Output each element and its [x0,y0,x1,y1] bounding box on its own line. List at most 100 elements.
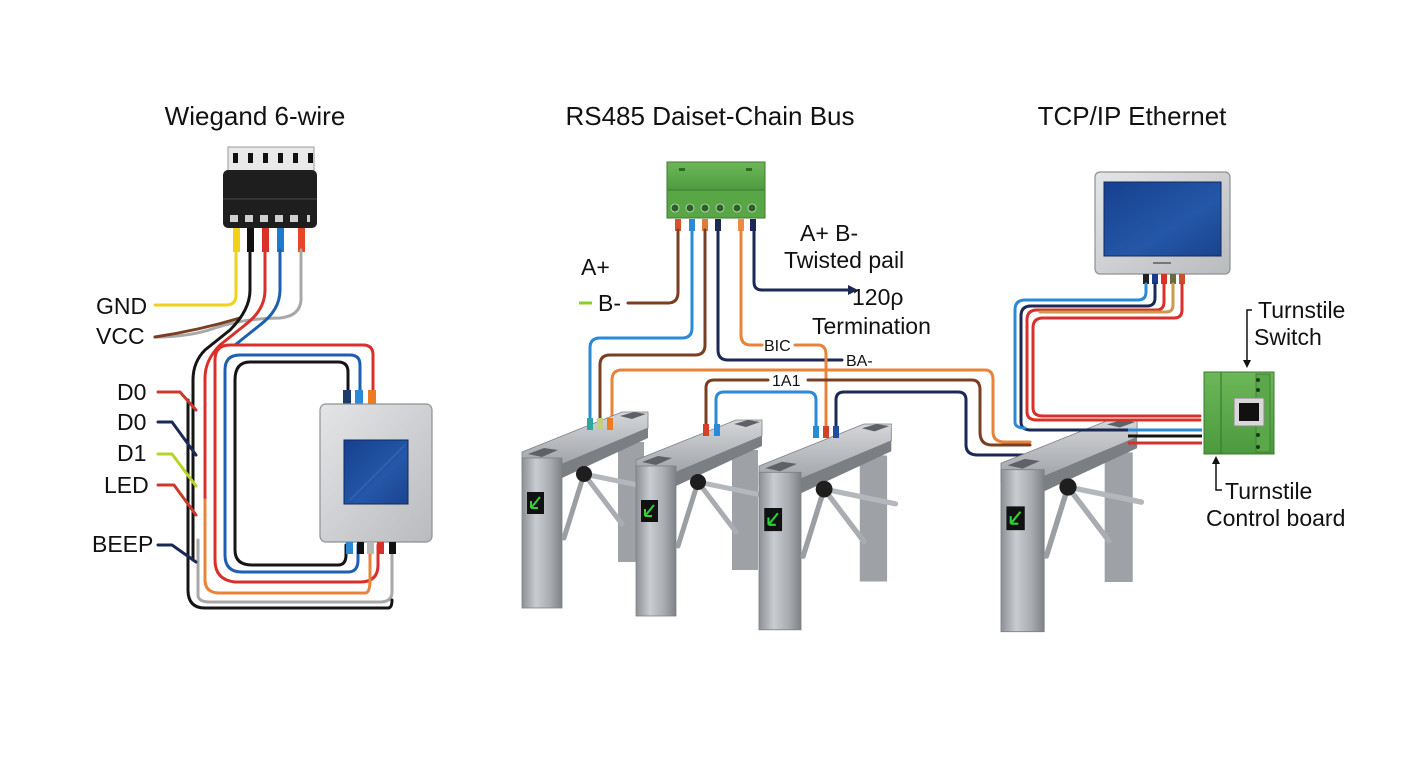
turnstile-front-post [758,471,802,631]
rs485-navy [716,228,844,362]
rs485-brown-b [626,228,680,305]
led-leader [156,483,198,517]
rs485-orange-bic [739,228,764,347]
vcc-wire [153,316,242,339]
termination-arrow-icon [848,285,858,295]
turnstile-arm [695,479,739,535]
turnstile-beam-underside [548,428,648,478]
rs485-section: A+ B- A+ B- Twisted pail 120ρ Terminatio… [579,161,1032,457]
eth-blue-end [1013,420,1027,430]
tcpip-section: Turnstile Switch Turnstile Control board [1013,171,1345,531]
label-control-board-1: Turnstile [1225,478,1312,504]
label-twisted-pair-2: Twisted pail [784,247,904,273]
turnstile-hub [690,474,706,490]
rs485-terminal-block [666,161,766,231]
turnstile-hub [576,466,592,482]
label-turnstile-switch-2: Switch [1254,324,1322,350]
eth-red-2 [1031,282,1202,418]
loop-black-2 [186,398,394,610]
ethernet-port-icon [1239,403,1259,421]
tcpip-monitor [1094,171,1231,284]
label-d0-2: D0 [117,409,146,435]
board-callout-line [1215,460,1222,491]
board-arrow-icon [1212,456,1220,464]
turnstile-3 [758,423,899,631]
turnstile-arm [695,479,769,499]
label-gnd: GND [96,293,147,319]
arrow-indicator-icon [530,496,541,509]
turnstile-reader-pad-2 [734,420,760,427]
turnstile-arm [1065,484,1112,544]
turnstile-arm [821,486,899,507]
wiegand-section: GND VCC D0 D0 D1 LED BEEP [92,146,433,610]
turnstile-back-post [1104,452,1133,582]
turnstile-control-board [1203,371,1275,455]
label-d0-1: D0 [117,379,146,405]
turnstile-reader-pad-2 [1106,420,1135,428]
turnstile-beam-underside [786,440,892,494]
label-twisted-pair-1: A+ B- [800,220,858,246]
d0-leader-1 [156,390,198,412]
turnstile-reader-pad [765,461,797,472]
gnd-wire [153,248,238,307]
eth-red-1 [1025,282,1202,422]
bus-brown-right [806,378,1032,447]
rs485-blue [588,228,694,422]
arrow-indicator-icon [767,512,779,526]
turnstile-reader-pad [642,456,672,465]
wiegand-reader [319,390,433,554]
label-ba: BA- [846,353,873,370]
turnstile-arm [675,479,701,549]
label-turnstile-switch-1: Turnstile [1258,297,1345,323]
wiegand-title: Wiegand 6-wire [165,101,346,131]
label-beep: BEEP [92,531,153,557]
loop-blue [223,353,362,574]
switch-callout-line [1246,309,1252,364]
turnstile-arm [581,471,625,527]
label-control-board-2: Control board [1206,505,1345,531]
tcpip-title: TCP/IP Ethernet [1038,101,1228,131]
turnstile-front-post [521,457,563,609]
label-led: LED [104,472,149,498]
switch-arrow-icon [1243,360,1251,368]
turnstile-hub [815,480,833,498]
rs485-title: RS485 Daiset-Chain Bus [565,101,854,131]
eth-tan [1038,282,1175,314]
turnstile-reader-pad [1007,458,1040,469]
bus-brown-left [704,378,770,430]
turnstile-front-post [635,465,677,617]
arrow-indicator-icon [644,504,655,517]
beep-leader [156,543,198,564]
rs485-orange-bic-2 [793,343,828,430]
wiegand-connector [223,146,317,252]
arrow-indicator-icon [1009,511,1022,525]
black-wire-1 [191,248,252,562]
rs485-turnstile-pins [587,418,839,438]
turnstile-reader-pad [528,448,558,457]
turnstile-arm [1065,484,1145,505]
turnstile-arm [821,486,867,545]
turnstile-reader-pad-2 [861,424,890,432]
turnstile-arm [561,471,587,541]
bus-orange [610,368,1032,444]
rs485-termination-line [752,228,850,292]
label-1a1: 1A1 [772,373,801,390]
loop-orange [203,498,372,595]
loop-gray [196,538,394,604]
label-bic: BIC [764,338,791,355]
turnstile-front-post [1000,469,1045,633]
turnstile-group [521,411,1145,633]
label-termination-value: 120ρ [852,284,903,310]
turnstile-back-post [732,450,758,570]
d1-leader [156,452,198,488]
loop-black [233,360,350,567]
blue-wire-1 [233,248,282,347]
turnstile-arm [800,486,827,559]
turnstile-reader-pad-2 [620,412,646,419]
bus-navy [834,390,1032,457]
label-d1: D1 [117,440,146,466]
rs485-brown [598,228,707,422]
red-wire-1 [203,248,267,502]
d0-leader-2 [156,420,198,457]
